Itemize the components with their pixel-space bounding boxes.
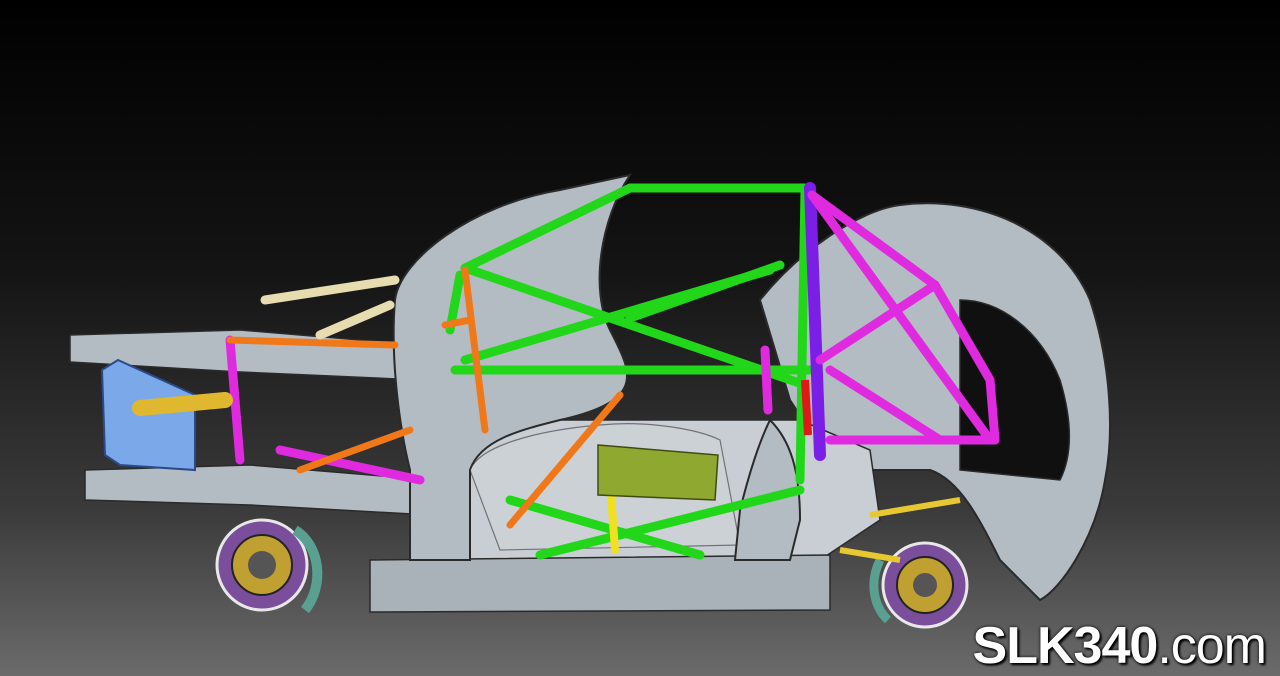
roll-cage-magenta: [225, 190, 1000, 485]
seat-mount-panel: [597, 444, 719, 501]
watermark-suffix: .com: [1157, 617, 1267, 675]
b-pillar: [733, 418, 802, 561]
front-brake-disc: [215, 518, 323, 614]
main-hoop-purple: [804, 182, 826, 461]
main-hoop-red: [801, 379, 812, 436]
front-shock-absorber: [132, 392, 233, 416]
front-struts: [260, 275, 400, 340]
rear-body-shell: [758, 202, 1111, 602]
side-sill: [369, 554, 831, 613]
roll-cage-green: [445, 183, 820, 560]
rear-brake-disc: [839, 497, 969, 629]
site-watermark: SLK340.com: [972, 617, 1267, 675]
front-bracing-orange: [226, 266, 624, 529]
watermark-brand: SLK340: [972, 617, 1159, 675]
